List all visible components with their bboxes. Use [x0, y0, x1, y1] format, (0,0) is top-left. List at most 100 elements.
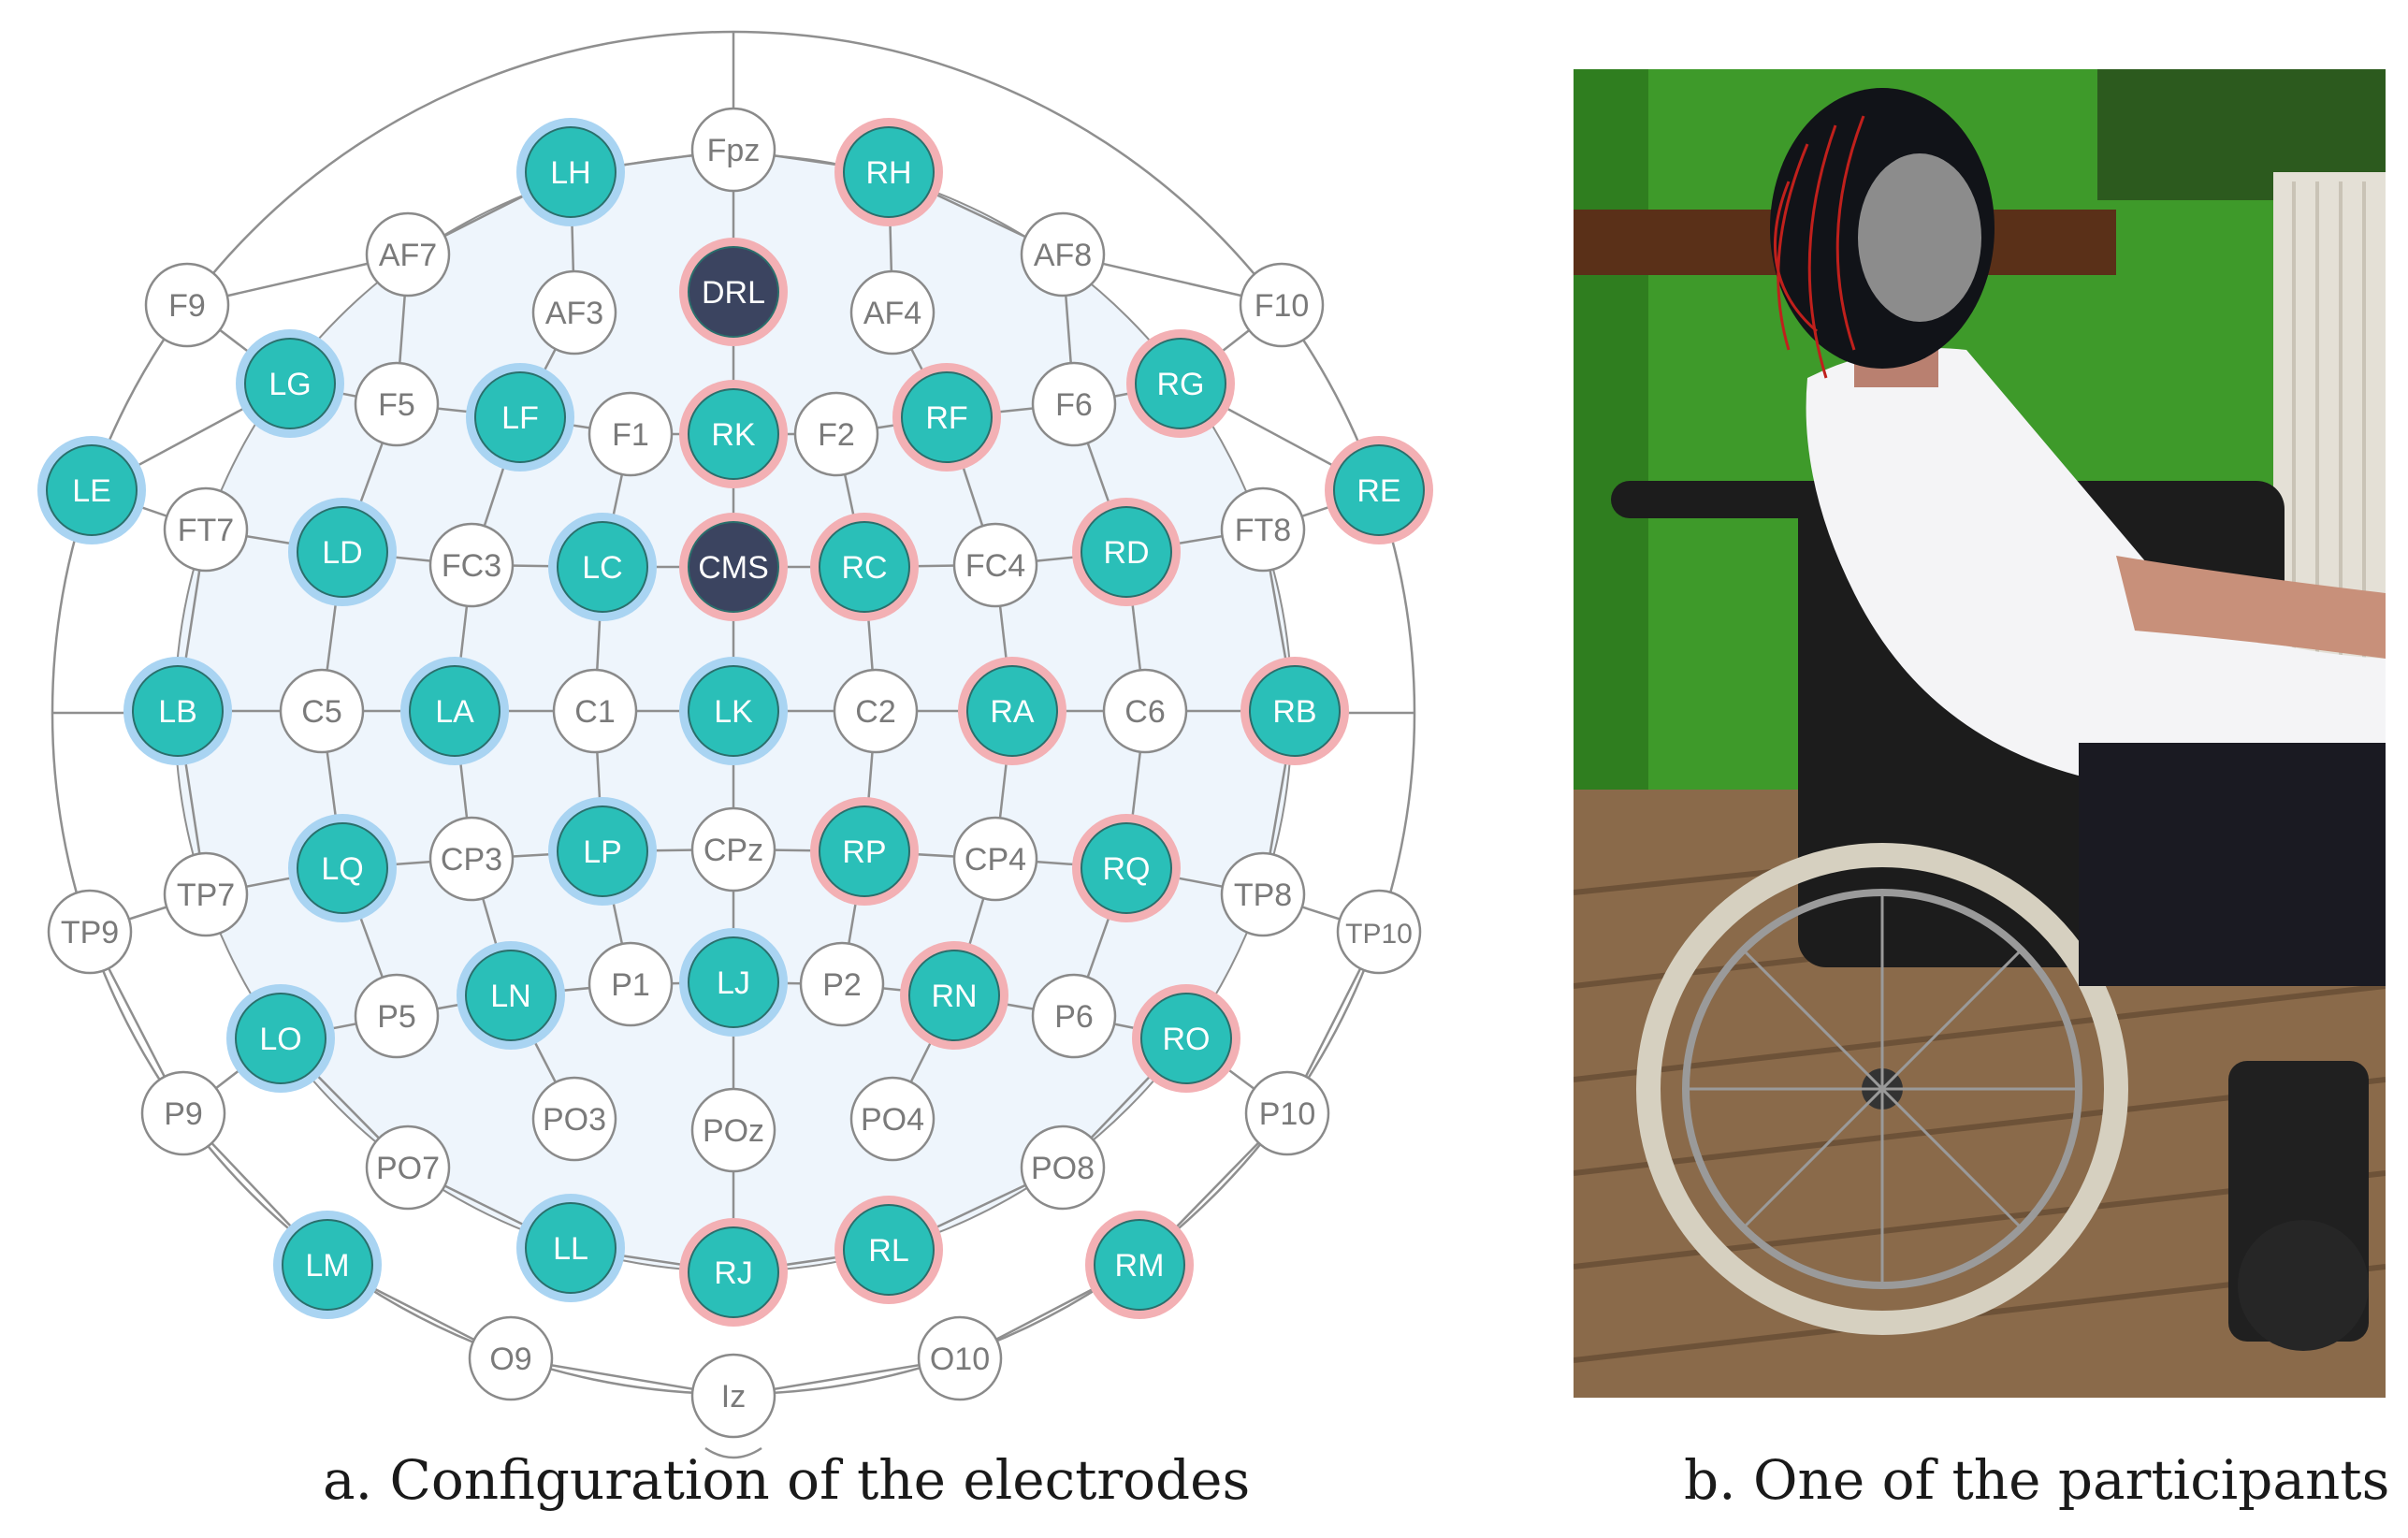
electrode-tp8: TP8	[1220, 851, 1306, 937]
electrode-label: FC3	[442, 548, 501, 584]
electrode-label: RA	[990, 694, 1035, 730]
electrode-circle	[1249, 665, 1341, 757]
electrode-label: RE	[1356, 473, 1400, 509]
electrode-la: LA	[400, 657, 509, 765]
electrode-label: RD	[1103, 535, 1149, 571]
electrode-poz: POz	[690, 1087, 776, 1173]
electrode-circle	[163, 486, 249, 573]
electrode-af7: AF7	[365, 211, 451, 297]
electrode-f6: F6	[1031, 361, 1117, 447]
electrode-p1: P1	[587, 941, 674, 1027]
electrode-label: PO7	[376, 1151, 440, 1186]
electrode-label: AF8	[1034, 238, 1092, 273]
electrode-label: TP10	[1345, 919, 1413, 950]
electrode-circle	[587, 941, 674, 1027]
electrode-p5: P5	[354, 973, 440, 1059]
electrode-ft8: FT8	[1220, 486, 1306, 573]
electrode-label: F5	[378, 387, 415, 423]
electrode-c1: C1	[552, 668, 638, 754]
electrode-label: TP8	[1234, 878, 1292, 913]
electrode-circle	[557, 521, 648, 613]
electrode-circle	[1333, 444, 1425, 536]
participant-photo	[1574, 69, 2386, 1398]
electrode-ld: LD	[288, 498, 397, 606]
electrode-circle	[1140, 993, 1232, 1084]
electrode-label: LC	[582, 550, 622, 586]
electrode-c2: C2	[833, 668, 919, 754]
electrode-circle	[1031, 361, 1117, 447]
electrode-drl: DRL	[679, 238, 788, 346]
electrode-label: LN	[490, 979, 530, 1014]
electrode-circle	[465, 950, 557, 1041]
electrode-cms: CMS	[679, 513, 788, 621]
face-mask	[1858, 153, 1981, 322]
electrode-label: P1	[611, 967, 650, 1003]
electrode-rd: RD	[1072, 498, 1181, 606]
electrode-label: O9	[489, 1342, 531, 1377]
electrode-circle	[354, 973, 440, 1059]
electrode-label: LQ	[321, 851, 363, 887]
electrode-circle	[525, 1202, 617, 1294]
electrode-f10: F10	[1239, 262, 1325, 348]
electrode-label: PO8	[1031, 1151, 1095, 1186]
electrode-p10: P10	[1244, 1070, 1330, 1156]
electrode-label: RG	[1157, 367, 1205, 402]
electrode-label: C5	[301, 694, 341, 730]
electrode-label: P6	[1054, 999, 1094, 1035]
electrode-circle	[531, 269, 617, 355]
electrode-ft7: FT7	[163, 486, 249, 573]
electrode-circle	[690, 1087, 776, 1173]
electrode-af4: AF4	[849, 269, 936, 355]
caption-electrode-configuration: a. Configuration of the electrodes	[323, 1448, 1251, 1512]
electrode-p6: P6	[1031, 973, 1117, 1059]
electrode-rc: RC	[810, 513, 919, 621]
electrode-label: P2	[822, 967, 862, 1003]
shirt	[1806, 348, 2386, 818]
electrode-label: FC4	[965, 548, 1025, 584]
electrode-label: RH	[865, 155, 911, 191]
electrode-p9: P9	[140, 1070, 226, 1156]
electrode-circle	[1031, 973, 1117, 1059]
electrode-circle	[144, 262, 230, 348]
electrode-circle	[1020, 1124, 1106, 1211]
electrode-circle	[235, 993, 326, 1084]
electrode-circle	[688, 1226, 779, 1318]
electrode-label: LB	[158, 694, 197, 730]
electrode-circle	[793, 391, 879, 477]
electrode-circle	[428, 816, 515, 902]
electrode-circle	[1081, 506, 1172, 598]
electrode-label: LH	[550, 155, 590, 191]
electrode-circle	[799, 941, 885, 1027]
electrode-circle	[849, 1076, 936, 1162]
electrode-circle	[468, 1315, 554, 1401]
electrode-circle	[1081, 822, 1172, 914]
electrode-label: LE	[72, 473, 111, 509]
electrode-lk: LK	[679, 657, 788, 765]
electrode-circle	[279, 668, 365, 754]
electrode-label: CP4	[965, 842, 1026, 878]
electrode-label: LM	[305, 1248, 349, 1284]
electrode-af3: AF3	[531, 269, 617, 355]
electrode-circle	[132, 665, 224, 757]
electrode-circle	[365, 211, 451, 297]
electrode-iz: Iz	[690, 1353, 776, 1439]
electrode-label: LK	[714, 694, 753, 730]
electrode-o10: O10	[917, 1315, 1003, 1401]
electrode-f5: F5	[354, 361, 440, 447]
electrode-lq: LQ	[288, 814, 397, 922]
electrode-circle	[849, 269, 936, 355]
wall-shadow	[1574, 69, 1648, 846]
electrode-label: F6	[1055, 387, 1093, 423]
electrode-label: CMS	[698, 550, 769, 586]
electrode-label: RQ	[1103, 851, 1151, 887]
electrode-label: O10	[930, 1342, 990, 1377]
electrode-circle	[819, 521, 910, 613]
electrode-circle	[690, 107, 776, 193]
electrode-circle	[557, 805, 648, 897]
electrode-fpz: Fpz	[690, 107, 776, 193]
electrode-label: PO4	[861, 1102, 924, 1138]
electrode-label: RK	[711, 417, 756, 453]
electrode-circle	[140, 1070, 226, 1156]
electrode-rn: RN	[900, 941, 1008, 1050]
electrode-label: C6	[1124, 694, 1165, 730]
